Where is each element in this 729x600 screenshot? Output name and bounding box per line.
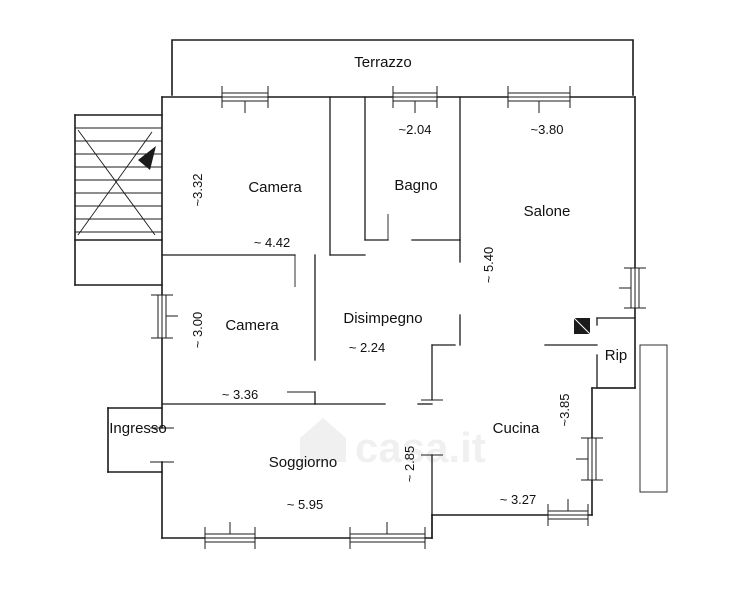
- shaft-icon: [573, 317, 591, 335]
- stairs: [74, 114, 163, 286]
- doors: [150, 214, 443, 463]
- dim-camera2-width: ~ 3.36: [222, 387, 259, 402]
- cucina-bottom-window-icon: [547, 499, 589, 526]
- room-label-cucina: Cucina: [493, 420, 540, 437]
- cucina-window-icon: [576, 437, 603, 481]
- salone-side-window-icon: [619, 267, 646, 309]
- room-label-camera1: Camera: [248, 179, 302, 196]
- room-label-rip: Rip: [605, 347, 628, 364]
- room-label-disimpegno: Disimpegno: [343, 310, 422, 327]
- soggiorno-window-icon: [204, 522, 256, 549]
- dim-disimpegno-width: ~ 2.24: [349, 340, 386, 355]
- salone-window-icon: [507, 86, 571, 113]
- dim-bagno-width: ~2.04: [399, 122, 432, 137]
- dim-camera1-height: ~3.32: [190, 174, 205, 207]
- balcony-outline: [639, 344, 668, 493]
- dim-salone-width: ~3.80: [531, 122, 564, 137]
- dim-cucina-width: ~ 3.27: [500, 492, 537, 507]
- camera2-window-icon: [151, 294, 178, 339]
- bagno-window-icon: [392, 86, 438, 113]
- room-label-bagno: Bagno: [394, 177, 437, 194]
- labels: Terrazzo Camera Bagno Salone Camera Disi…: [109, 54, 627, 512]
- room-label-salone: Salone: [524, 203, 571, 220]
- stair-direction-arrow: [77, 129, 156, 236]
- windows: [151, 86, 646, 549]
- dim-soggiorno-width: ~ 5.95: [287, 497, 324, 512]
- interior-walls: [161, 96, 636, 539]
- camera1-window-icon: [221, 86, 269, 113]
- dim-camera1-width: ~ 4.42: [254, 235, 291, 250]
- room-label-soggiorno: Soggiorno: [269, 454, 337, 471]
- room-label-terrazzo: Terrazzo: [354, 54, 412, 71]
- ingresso-door: [150, 427, 174, 463]
- soggiorno-french-window-icon: [349, 522, 426, 549]
- room-label-camera2: Camera: [225, 317, 279, 334]
- dim-salone-height: ~ 5.40: [481, 247, 496, 284]
- watermark: casa.it: [300, 418, 486, 471]
- dim-cucina-height: ~3.85: [557, 394, 572, 427]
- dim-soggiorno-height: ~ 2.85: [402, 446, 417, 483]
- terrazzo-outline: [171, 39, 634, 96]
- watermark-text: casa.it: [355, 424, 486, 471]
- soggiorno-cucina-opening: [421, 399, 443, 456]
- dim-camera2-height: ~ 3.00: [190, 312, 205, 349]
- room-label-ingresso: Ingresso: [109, 420, 167, 437]
